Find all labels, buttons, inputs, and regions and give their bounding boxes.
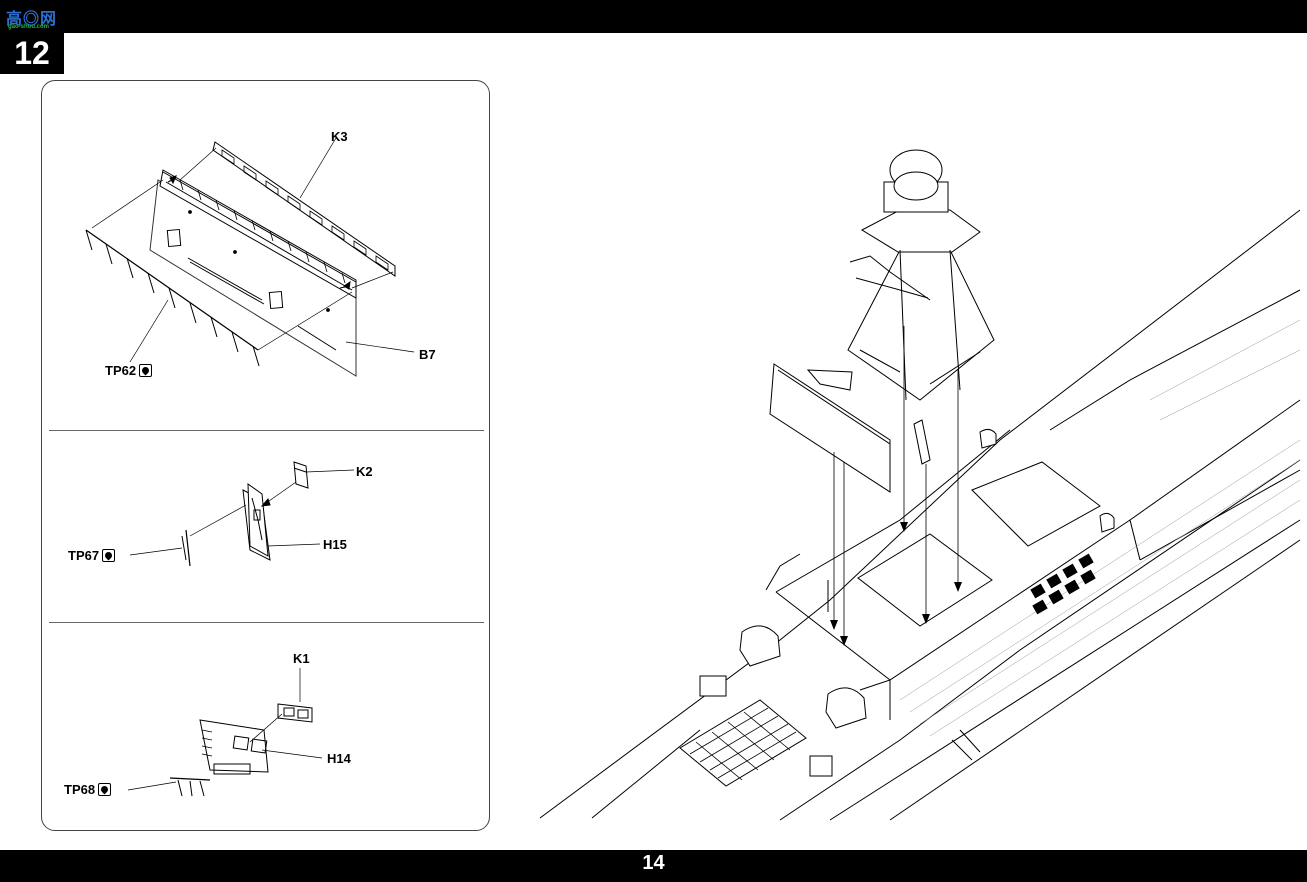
callout-k3: K3: [331, 129, 348, 144]
vent-grilles: [1030, 553, 1096, 615]
k2-hatch: [293, 461, 309, 489]
ship-hull: [539, 209, 1301, 821]
panel-divider: [49, 622, 484, 623]
ship-hull-shading: [899, 319, 1301, 737]
h15-door-frame: [242, 483, 271, 561]
callout-tp68-text: TP68: [64, 782, 96, 797]
callout-tp67: TP67: [68, 548, 116, 563]
b7-bulkhead: [149, 169, 357, 377]
callout-tp62-text: TP62: [105, 363, 137, 378]
assembly-arrows: [833, 326, 959, 642]
callout-tp62: TP62: [105, 363, 153, 378]
callout-k1: K1: [293, 651, 310, 666]
tp67-ladder: [181, 529, 191, 567]
gun-turrets: [739, 428, 1115, 729]
h14-structure: [199, 719, 269, 775]
photo-etch-icon: [98, 783, 112, 796]
callout-b7: B7: [419, 347, 436, 362]
mast-tower: [847, 149, 995, 401]
k1-hatch: [277, 703, 313, 723]
callout-tp67-text: TP67: [68, 548, 100, 563]
callout-tp68: TP68: [64, 782, 112, 797]
site-logo: 高◎网 gao-shou.com: [4, 5, 70, 33]
k3-visor: [212, 141, 396, 277]
page-number: 14: [0, 850, 1307, 882]
photo-etch-icon: [139, 364, 153, 377]
sub-assembly-panel: [41, 80, 490, 831]
misc-fittings: [699, 553, 981, 777]
launcher-cells: [679, 699, 807, 787]
tp68-railing: [169, 777, 211, 797]
tp62-railing: [85, 229, 260, 367]
callout-k2: K2: [356, 464, 373, 479]
deck-platforms: [775, 429, 1101, 681]
photo-etch-icon: [102, 549, 116, 562]
callout-h15: H15: [323, 537, 347, 552]
logo-text: 高◎网: [6, 11, 58, 28]
step-number: 12: [0, 33, 64, 74]
logo-url: gao-shou.com: [8, 24, 50, 30]
b7-window-frame: [162, 171, 357, 291]
panel-divider: [49, 430, 484, 431]
bulkhead-in-place: [769, 363, 931, 493]
callout-h14: H14: [327, 751, 351, 766]
top-bar: 高◎网 gao-shou.com: [0, 0, 1307, 33]
